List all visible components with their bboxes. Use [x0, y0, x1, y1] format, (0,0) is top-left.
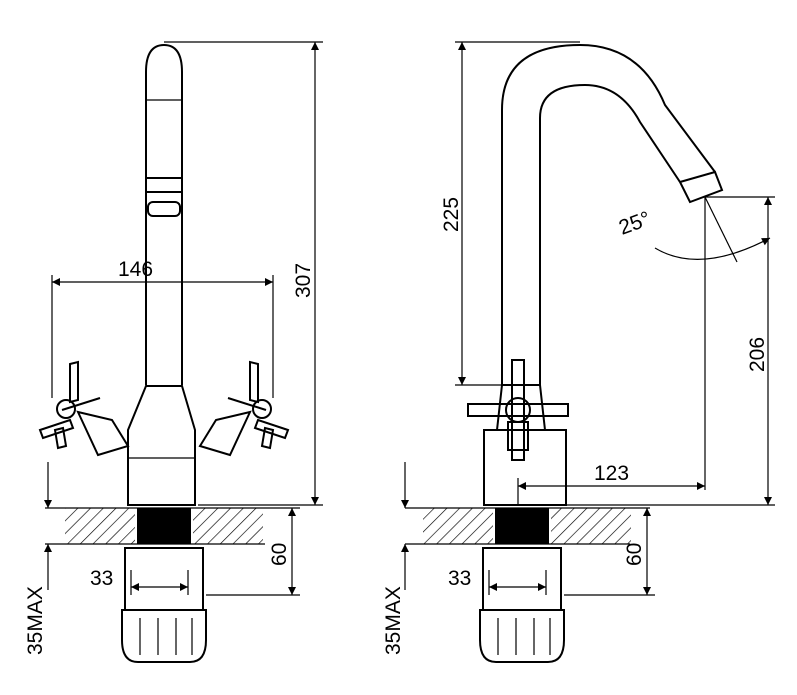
aerator-side: [678, 170, 724, 204]
spout-tube-front: [145, 43, 183, 385]
dim-label-60-left: 60: [268, 543, 291, 566]
countertop-hatch-left-b: [193, 508, 263, 544]
faucet-body-front: [127, 385, 196, 506]
mounting-shank-right: [495, 508, 549, 544]
dim-label-123: 123: [594, 462, 629, 485]
dim-label-35max-right: 35MAX: [382, 586, 405, 655]
cross-handle-side: [467, 359, 569, 461]
side-view: 225 25° 206 123 60 33 35MAX: [382, 41, 775, 663]
nut-lower-left: [121, 609, 207, 663]
right-handle: [198, 360, 290, 457]
dim-label-307: 307: [292, 263, 315, 298]
countertop-hatch-left-a: [65, 508, 135, 544]
dim-label-35max-left: 35MAX: [24, 586, 47, 655]
dim-arc-angle: [654, 237, 771, 260]
countertop-hatch-right-a: [423, 508, 493, 544]
dim-label-33-left: 33: [90, 567, 113, 590]
dim-label-angle: 25°: [616, 207, 654, 239]
dim-label-146: 146: [118, 258, 153, 281]
aerator-ring-front: [145, 177, 183, 193]
front-view: 146 307 60 33 35MAX: [24, 41, 323, 663]
aerator-outlet-front: [147, 201, 181, 217]
dim-label-206: 206: [746, 337, 769, 372]
nut-lower-right: [479, 609, 565, 663]
nut-upper-left: [124, 547, 204, 611]
dim-label-60-right: 60: [623, 543, 646, 566]
spout-inner-side: [539, 83, 681, 385]
left-handle: [38, 360, 130, 457]
dim-label-33-right: 33: [448, 567, 471, 590]
countertop-hatch-right-b: [551, 508, 631, 544]
nut-upper-right: [482, 547, 562, 611]
dim-label-225: 225: [440, 197, 463, 232]
spout-outer-side: [501, 43, 716, 385]
mounting-shank-left: [137, 508, 191, 544]
